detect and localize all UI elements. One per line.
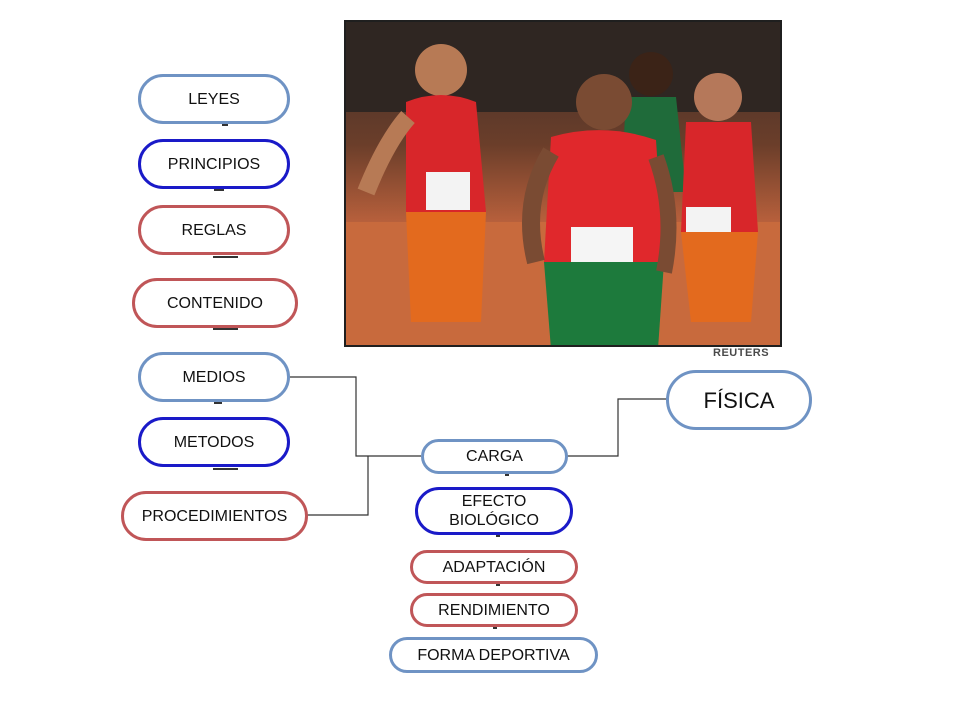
node-rendimiento-label: RENDIMIENTO (438, 601, 550, 619)
runners-photo-illustration (346, 22, 780, 345)
node-principios[interactable]: PRINCIPIOS (138, 139, 290, 189)
node-principios-label: PRINCIPIOS (167, 155, 261, 173)
node-carga[interactable]: CARGA (421, 439, 568, 474)
runner-right (681, 73, 758, 322)
tick-mark (496, 584, 500, 586)
runner-center (522, 74, 677, 345)
tick-mark (214, 402, 222, 404)
edge-procedimientos-carga (307, 456, 369, 516)
node-leyes[interactable]: LEYES (138, 74, 290, 124)
node-contenido-label: CONTENIDO (167, 294, 263, 312)
node-forma-deportiva[interactable]: FORMA DEPORTIVA (389, 637, 598, 673)
edge-medios-carga (289, 376, 421, 457)
tick-mark (213, 468, 238, 470)
node-reglas-label: REGLAS (181, 221, 247, 239)
node-procedimientos-label: PROCEDIMIENTOS (141, 507, 288, 525)
node-procedimientos[interactable]: PROCEDIMIENTOS (121, 491, 308, 541)
tick-mark (222, 124, 228, 126)
node-carga-label: CARGA (466, 448, 523, 465)
tick-mark (496, 535, 500, 537)
node-efecto-biologico-label: EFECTO BIOLÓGICO (449, 493, 539, 529)
runner-left (357, 44, 486, 322)
tick-mark (214, 189, 224, 191)
node-forma-deportiva-label: FORMA DEPORTIVA (417, 646, 570, 664)
photo-credit: REUTERS (713, 347, 770, 359)
tick-mark (213, 328, 238, 330)
node-fisica[interactable]: FÍSICA (666, 370, 812, 430)
node-metodos[interactable]: METODOS (138, 417, 290, 467)
node-fisica-label: FÍSICA (703, 387, 775, 413)
tick-mark (505, 474, 509, 476)
runners-photo (344, 20, 782, 347)
tick-mark (213, 256, 238, 258)
tick-mark (493, 627, 497, 629)
node-adaptacion[interactable]: ADAPTACIÓN (410, 550, 578, 584)
node-efecto-biologico[interactable]: EFECTO BIOLÓGICO (415, 487, 573, 535)
node-medios-label: MEDIOS (182, 368, 246, 386)
node-adaptacion-label: ADAPTACIÓN (442, 558, 546, 576)
node-medios[interactable]: MEDIOS (138, 352, 290, 402)
node-rendimiento[interactable]: RENDIMIENTO (410, 593, 578, 627)
node-contenido[interactable]: CONTENIDO (132, 278, 298, 328)
edge-carga-fisica (567, 398, 668, 457)
node-leyes-label: LEYES (188, 90, 240, 108)
node-reglas[interactable]: REGLAS (138, 205, 290, 255)
node-metodos-label: METODOS (173, 433, 255, 451)
